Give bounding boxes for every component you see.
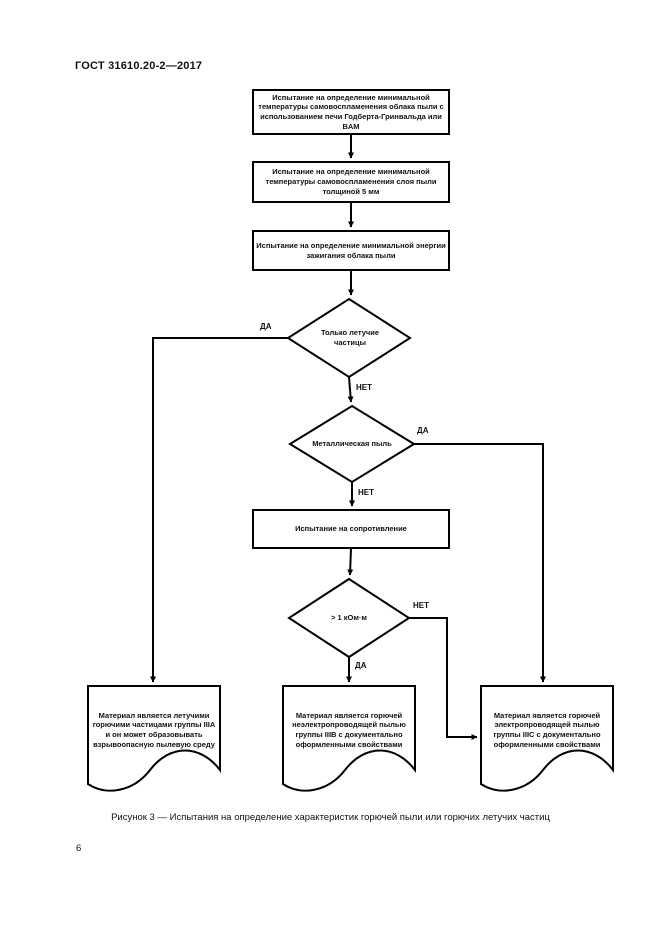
process-box-ignition-layer	[252, 161, 450, 203]
branch-label-d2-no: НЕТ	[358, 488, 374, 497]
process-box-min-energy-label: Испытание на определение минимальной эне…	[256, 240, 446, 260]
branch-label-d3-no: НЕТ	[413, 601, 429, 610]
standard-number: ГОСТ 31610.20-2—2017	[75, 60, 203, 72]
process-box-resistance-test	[252, 509, 450, 549]
branch-label-d1-yes: ДА	[260, 322, 272, 331]
document-iiic-label: Материал является горючей электропроводя…	[493, 710, 601, 749]
arrow-d1-no-d2	[347, 376, 354, 403]
process-box-resistance-test-label: Испытание на сопротивление	[295, 524, 407, 534]
document-iiib-label: Материал является горючей неэлектропрово…	[292, 710, 406, 749]
document-shape-iiic	[480, 685, 614, 792]
document-shape-iiib	[282, 685, 416, 792]
decision-resistivity-label: > 1 кОм·м	[331, 613, 367, 623]
arrow-box4-d3	[347, 547, 354, 576]
decision-flyings-label: Только летучие частицы	[320, 328, 380, 347]
process-box-ignition-cloud-label: Испытание на определение минимальной тем…	[258, 92, 444, 131]
page-number: 6	[76, 843, 82, 854]
process-box-ignition-layer-label: Испытание на определение минимальной тем…	[265, 167, 437, 196]
arrow-d3-no-doc3	[409, 617, 478, 740]
decision-metal-dust-label: Металлическая пыль	[312, 439, 392, 449]
process-box-ignition-cloud	[252, 89, 450, 135]
arrow-d2-yes-doc3	[414, 443, 546, 683]
figure-caption: Рисунок 3 — Испытания на определение хар…	[111, 812, 550, 823]
branch-label-d3-yes: ДА	[355, 661, 367, 670]
document-shape-iiia	[87, 685, 221, 792]
document-iiia-label: Материал является летучими горючими част…	[92, 710, 216, 749]
branch-label-d1-no: НЕТ	[356, 383, 372, 392]
branch-label-d2-yes: ДА	[417, 426, 429, 435]
arrow-d1-yes-doc1	[150, 337, 288, 683]
